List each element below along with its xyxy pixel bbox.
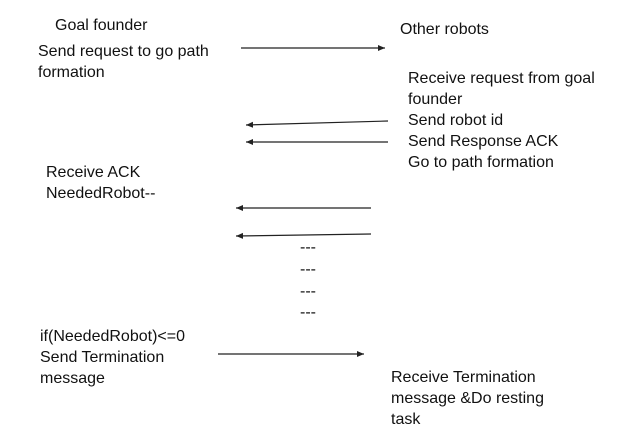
dash-3: --- (300, 283, 316, 300)
dash-2: --- (300, 261, 316, 278)
arrow-reply-2 (235, 232, 372, 239)
receive-request-text: Receive request from goal founder (408, 70, 595, 108)
dash-4: --- (300, 304, 316, 321)
receive-termination-text: Receive Termination message &Do resting … (391, 369, 544, 428)
other-robots-title: Other robots (400, 21, 489, 38)
send-request-text: Send request to go path formation (38, 43, 209, 81)
send-robot-id-text: Send robot id (408, 112, 504, 129)
go-path-formation-text: Go to path formation (408, 154, 554, 171)
termination-condition-text: if(NeededRobot)<=0 Send Termination mess… (40, 328, 185, 387)
send-response-ack-text: Send Response ACK (408, 133, 559, 150)
receive-ack-text: Receive ACK NeededRobot-- (46, 164, 156, 202)
goal-founder-title: Goal founder (55, 17, 148, 34)
dash-1: --- (300, 239, 316, 256)
arrow-robot-id (245, 120, 389, 128)
